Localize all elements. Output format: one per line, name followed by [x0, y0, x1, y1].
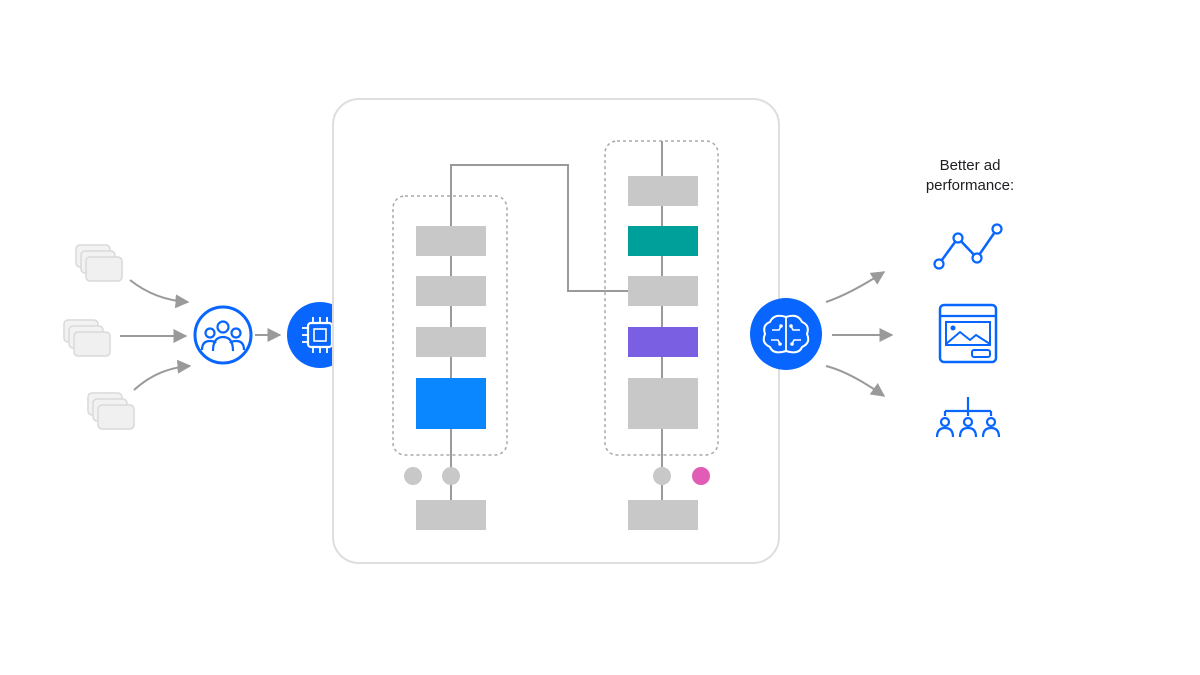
left-block-highlight: [416, 378, 486, 429]
output-arrows: [825, 271, 894, 397]
caption-line-2: performance:: [925, 177, 1015, 194]
right-block-3: [628, 276, 698, 306]
brain-icon: [750, 298, 822, 370]
ad-image-icon: [938, 303, 998, 364]
users-circle-icon: [193, 305, 253, 365]
input-doc-stack-3: [87, 392, 135, 430]
left-node-dot-2: [442, 467, 460, 485]
left-block-2: [416, 276, 486, 306]
line-chart-icon: [933, 223, 1003, 270]
left-block-1: [416, 226, 486, 256]
better-ad-performance-caption: Better ad performance:: [880, 156, 1060, 196]
left-column: [404, 226, 486, 530]
right-column: [628, 176, 710, 530]
left-output-block: [416, 500, 486, 530]
input-doc-stack-2: [63, 319, 111, 357]
right-block-purple: [628, 327, 698, 357]
model-container: [332, 98, 780, 564]
left-node-dot-1: [404, 467, 422, 485]
input-doc-stack-1: [75, 244, 123, 282]
caption-line-1: Better ad: [939, 157, 1001, 174]
right-node-dot: [653, 467, 671, 485]
right-output-block: [628, 500, 698, 530]
right-block-5: [628, 378, 698, 429]
right-block-1: [628, 176, 698, 206]
audience-hierarchy-icon: [935, 397, 1001, 438]
input-arrows: [120, 279, 282, 391]
right-node-dot-pink: [692, 467, 710, 485]
left-block-3: [416, 327, 486, 357]
right-block-teal: [628, 226, 698, 256]
